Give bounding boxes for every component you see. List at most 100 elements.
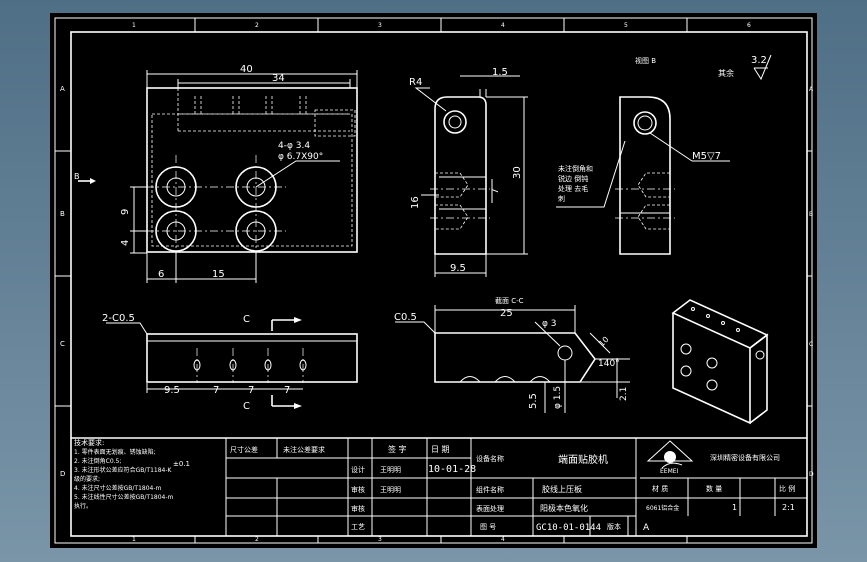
edge-number-4: 4 (501, 22, 505, 29)
edge-letter-d-right: D (809, 471, 814, 478)
tech-req-4: 级的要求; (74, 475, 100, 483)
version-value: A (643, 523, 650, 533)
dim-7-side: 7 (491, 188, 501, 194)
edge-letter-b-left: B (60, 210, 65, 218)
dim-15: 15 (212, 269, 225, 280)
section-c-bottom: C (243, 401, 250, 412)
logo-text: EEMEI (660, 468, 679, 475)
roughness-label: 其余 (718, 68, 734, 78)
tech-req-3: 3. 未注形状公差应符合GB/T1184-K (74, 466, 173, 474)
role-process: 工艺 (351, 523, 365, 531)
section-dim-25: 25 (500, 308, 513, 319)
edge-number-1: 1 (132, 22, 136, 29)
date-header: 日 期 (431, 445, 450, 454)
drawing-no-label: 图 号 (480, 523, 496, 531)
edge-number-1-bottom: 1 (132, 536, 136, 543)
version-label: 版本 (607, 522, 621, 531)
tech-req-5: 4. 未注尺寸公差按GB/T1804-m (74, 484, 162, 492)
section-dim-10: 10 (597, 335, 611, 349)
drawing-number: GC10-01-0144 (536, 523, 601, 533)
outer-border (54, 17, 813, 544)
side-note-line-4: 刺 (558, 194, 565, 203)
equipment-label: 设备名称 (476, 454, 504, 463)
edge-number-3: 3 (378, 22, 382, 29)
bottom-view (106, 317, 358, 409)
dim-9: 9 (120, 209, 131, 215)
design-date: 10-01-28 (428, 464, 476, 475)
scale-label: 比 例 (779, 484, 795, 493)
designer-name: 王明明 (380, 466, 401, 474)
section-dim-phi1-5: φ 1.5 (553, 386, 563, 409)
tech-req-6: 5. 未注线性尺寸公差按GB/T1804-m (74, 493, 174, 501)
equipment-value: 端面贴胶机 (558, 453, 608, 466)
bottom-dim-7-b: 7 (248, 385, 254, 396)
role-check: 审核 (351, 485, 365, 494)
part-value: 胶线上压板 (542, 484, 582, 494)
side-note-line-1: 未注倒角和 (558, 164, 593, 173)
bottom-dim-7-c: 7 (284, 385, 290, 396)
side-note-line-2: 锐边 倒钝 (558, 174, 588, 183)
edge-number-5: 5 (624, 22, 628, 29)
chamfer-2-c0-5: 2-C0.5 (102, 313, 135, 324)
tech-req-title: 技术要求: (74, 438, 104, 447)
hole-note-line-1: 4-φ 3.4 (278, 141, 310, 151)
edge-number-4-bottom: 4 (501, 536, 505, 543)
material-value: 6061铝合金 (646, 504, 679, 512)
right-view (615, 96, 730, 255)
section-view (395, 305, 630, 413)
scale-value: 2:1 (782, 503, 795, 512)
dim-4: 4 (120, 240, 131, 246)
section-c-top: C (243, 314, 250, 325)
isometric-view (671, 299, 769, 425)
front-view (78, 70, 358, 283)
hole-note-line-2: φ 6.7X90° (278, 152, 323, 162)
dim-6: 6 (158, 269, 164, 280)
tolerance-value: ±0.1 (173, 460, 190, 468)
bottom-dim-7-a: 7 (213, 385, 219, 396)
drawing-svg: A B C D A B C D 1 2 3 4 5 6 1 2 3 4 视图 B… (54, 17, 814, 544)
roughness-value: 3.2 (751, 55, 767, 66)
side-note-line-3: 处理 去毛 (558, 184, 588, 193)
tech-req-1: 1. 零件表面无划痕、锈蚀缺陷; (74, 448, 156, 456)
dim-30: 30 (512, 166, 523, 179)
inner-frame (70, 31, 808, 537)
section-arrow-b-label: B (74, 172, 80, 181)
edge-letter-a-left: A (60, 85, 65, 93)
title-block (71, 437, 807, 536)
edge-letter-c-left: C (60, 340, 65, 348)
section-dim-2-1: 2.1 (619, 387, 629, 401)
section-dim-phi3: φ 3 (542, 319, 557, 329)
role-audit: 审核 (351, 504, 365, 513)
section-chamfer-c0-5: C0.5 (394, 312, 417, 323)
col-header-size-tolerance: 尺寸公差 (230, 445, 258, 454)
roughness-symbol (753, 54, 772, 81)
tech-req-7: 执行。 (74, 502, 92, 510)
tech-req-2: 2. 未注倒角C0.5; (74, 457, 121, 465)
surface-value: 阳极本色氧化 (540, 503, 588, 513)
view-b-label: 视图 B (635, 56, 656, 65)
thread-m5-label: M5▽7 (692, 151, 721, 162)
side-view (414, 75, 528, 277)
dim-16: 16 (410, 196, 421, 209)
checker-name: 王明明 (380, 486, 401, 494)
edge-letter-c-right: C (809, 341, 813, 348)
dim-r4: R4 (409, 77, 422, 88)
surface-label: 表面处理 (476, 504, 504, 513)
zone-ticks (55, 18, 812, 543)
edge-letter-d-left: D (60, 470, 65, 478)
edge-letter-a-right: A (809, 86, 814, 93)
drawing-sheet: A B C D A B C D 1 2 3 4 5 6 1 2 3 4 视图 B… (50, 13, 817, 548)
edge-number-3-bottom: 3 (378, 536, 382, 543)
section-c-c-title: 截面 C-C (495, 296, 524, 305)
section-dim-5-5: 5.5 (528, 393, 539, 409)
dim-1-5: 1.5 (492, 67, 508, 78)
qty-label: 数 量 (706, 484, 722, 493)
section-dim-140: 140° (598, 359, 620, 369)
col-header-unmarked-tolerance: 未注公差要求 (283, 445, 325, 454)
material-label: 材 质 (652, 484, 668, 493)
dim-9-5-side: 9.5 (450, 263, 466, 274)
company-name: 深圳精密设备有限公司 (710, 453, 780, 462)
edge-number-6: 6 (747, 22, 751, 29)
edge-number-2: 2 (255, 22, 259, 29)
